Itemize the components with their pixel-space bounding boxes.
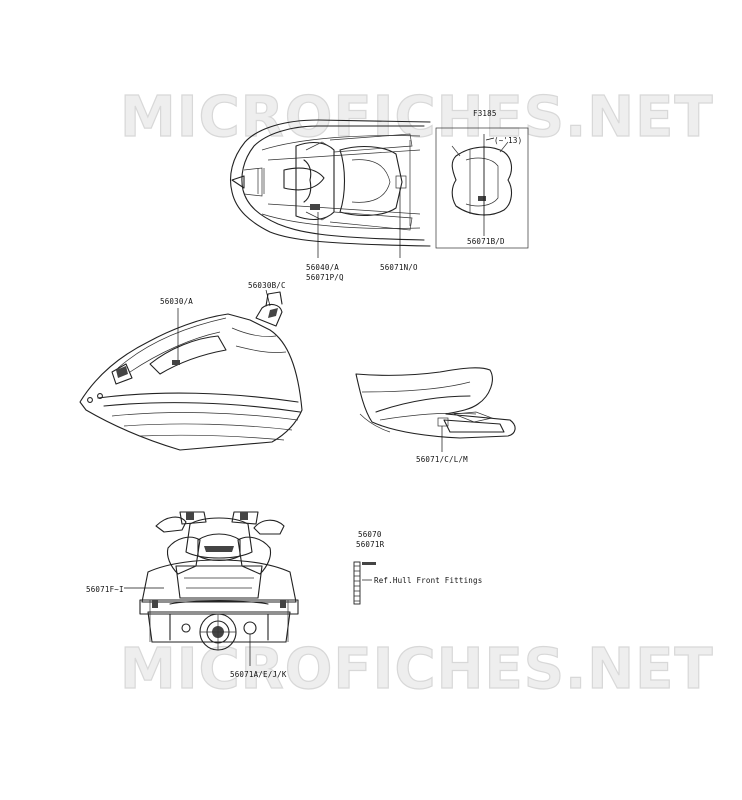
part-label-56071bd[interactable]: 56071B/D bbox=[467, 237, 505, 246]
top-view-drawing bbox=[229, 119, 431, 247]
part-label-56030a[interactable]: 56030/A bbox=[160, 297, 193, 306]
part-label-56071pq[interactable]: 56071P/Q bbox=[306, 273, 344, 282]
part-label-56071aejk[interactable]: 56071A/E/J/K bbox=[230, 670, 287, 679]
part-label-56071no[interactable]: 56071N/O bbox=[380, 263, 418, 272]
part-label-56070[interactable]: 56070 bbox=[358, 530, 382, 539]
rear-side-drawing bbox=[355, 367, 516, 439]
part-label-56071clm[interactable]: 56071/C/L/M bbox=[416, 455, 468, 464]
part-label-56030bc[interactable]: 56030B/C bbox=[248, 281, 286, 290]
diagram-code: F3185 bbox=[473, 109, 497, 118]
inset-note: (~'13) bbox=[494, 136, 522, 145]
part-label-56071r[interactable]: 56071R bbox=[356, 540, 385, 549]
rear-view-drawing bbox=[139, 511, 299, 651]
watermark-top: MICROFICHES.NET bbox=[120, 85, 714, 150]
part-label-56040a[interactable]: 56040/A bbox=[306, 263, 339, 272]
reference-fitting-drawing bbox=[353, 561, 376, 605]
reference-note: Ref.Hull Front Fittings bbox=[374, 576, 482, 585]
part-label-56071fi[interactable]: 56071F~I bbox=[86, 585, 124, 594]
side-view-drawing bbox=[79, 291, 303, 451]
watermark-bottom: MICROFICHES.NET bbox=[120, 637, 714, 702]
leader-lines bbox=[124, 134, 495, 666]
